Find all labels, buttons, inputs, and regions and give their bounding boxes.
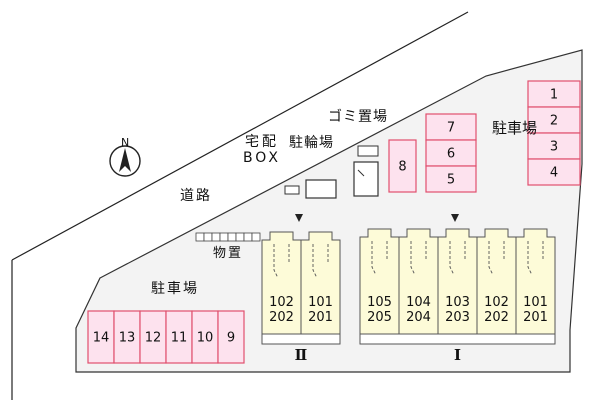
storage-label: 物置	[213, 246, 244, 261]
storage-shed-unit	[243, 232, 253, 242]
unit-number-upper: 202	[484, 310, 509, 325]
parking-space-number: 6	[447, 147, 455, 162]
storage-shed-unit	[195, 232, 205, 242]
building-label: Ⅰ	[454, 346, 461, 364]
unit-number-upper: 204	[406, 310, 431, 325]
unit-stair-line	[449, 241, 466, 276]
parking-space-number: 8	[398, 160, 406, 175]
storage-shed-unit	[235, 232, 245, 242]
parking-space	[425, 113, 477, 141]
parking-space-number: 10	[197, 331, 214, 346]
storage-shed-row	[195, 232, 261, 242]
north-arrow-icon	[109, 145, 141, 177]
unit-number-upper: 205	[367, 310, 392, 325]
unit-number-upper: 203	[445, 310, 470, 325]
bike-parking-structure	[305, 179, 337, 199]
delivery-box-label-line2: BOX	[242, 150, 282, 166]
parking-space	[87, 310, 115, 364]
apartment-unit	[261, 231, 302, 335]
unit-number-lower: 102	[269, 295, 294, 310]
parking-group-right: 1 2 3 4	[527, 80, 581, 186]
parking-space-number: 11	[171, 331, 188, 346]
unit-number-upper: 201	[523, 310, 548, 325]
unit-number-lower: 101	[523, 295, 548, 310]
entrance-marker-icon	[451, 214, 459, 222]
parking-space	[191, 310, 219, 364]
storage-shed-unit	[251, 232, 261, 242]
apartment-unit	[300, 231, 341, 335]
building-balcony	[261, 333, 341, 345]
parking-label-right: 駐車場	[492, 118, 537, 139]
bike-parking-label: 駐輪場	[289, 135, 334, 151]
parking-space-number: 1	[550, 88, 558, 103]
parking-space-number: 12	[145, 331, 162, 346]
unit-stair-line	[410, 241, 427, 276]
parking-space	[217, 310, 245, 364]
road-edge-line	[11, 11, 469, 261]
unit-stair-line	[371, 241, 388, 276]
apartment-unit	[359, 228, 400, 335]
unit-stair-line	[312, 244, 329, 279]
unit-number-lower: 102	[484, 295, 509, 310]
delivery-box-label: 宅配 BOX	[232, 134, 292, 166]
parking-space-number: 13	[119, 331, 136, 346]
garbage-enclosure-mark	[357, 169, 365, 177]
storage-shed-unit	[227, 232, 237, 242]
unit-number-upper: 202	[269, 310, 294, 325]
apartment-unit	[398, 228, 439, 335]
unit-number-lower: 104	[406, 295, 431, 310]
building-balcony	[359, 333, 556, 345]
delivery-box-icon	[284, 185, 300, 195]
road-label: 道路	[180, 188, 212, 204]
storage-shed-unit	[211, 232, 221, 242]
parking-space-number: 9	[227, 331, 235, 346]
parking-group-middle: 7 6 5	[425, 113, 477, 193]
parking-space	[388, 139, 417, 193]
delivery-box-label-line1: 宅配	[245, 134, 279, 150]
unit-stair-line	[488, 241, 505, 276]
unit-number-lower: 103	[445, 295, 470, 310]
garbage-enclosure	[353, 161, 379, 197]
unit-stair-line	[273, 244, 290, 279]
parking-space	[165, 310, 193, 364]
unit-number-lower: 101	[308, 295, 333, 310]
garbage-label: ゴミ置場	[328, 109, 388, 125]
unit-number-lower: 105	[367, 295, 392, 310]
unit-stair-line	[527, 241, 544, 276]
entrance-marker-icon	[295, 214, 303, 222]
building-label: Ⅱ	[295, 346, 308, 364]
apartment-unit	[476, 228, 517, 335]
parking-space-number: 5	[447, 173, 455, 188]
parking-label-left: 駐車場	[151, 281, 199, 297]
parking-space-number: 7	[447, 121, 455, 136]
apartment-unit	[437, 228, 478, 335]
parking-group-bottom: 14 13 12 11 10 9	[87, 310, 245, 364]
unit-number-upper: 201	[308, 310, 333, 325]
parking-space	[113, 310, 141, 364]
storage-shed-unit	[203, 232, 213, 242]
parking-space	[425, 165, 477, 193]
parking-space-number: 4	[550, 166, 558, 181]
parking-space-number: 2	[550, 114, 558, 129]
apartment-unit	[515, 228, 556, 335]
parking-group-single: 8	[388, 139, 417, 193]
garbage-station-icon	[357, 145, 379, 157]
parking-space	[527, 158, 581, 186]
building-group: 102202101201Ⅱ105205104204103203102202101…	[261, 228, 556, 364]
north-label: N	[121, 136, 129, 149]
parking-space-number: 3	[550, 140, 558, 155]
storage-shed-unit	[219, 232, 229, 242]
parking-space-number: 14	[93, 331, 110, 346]
